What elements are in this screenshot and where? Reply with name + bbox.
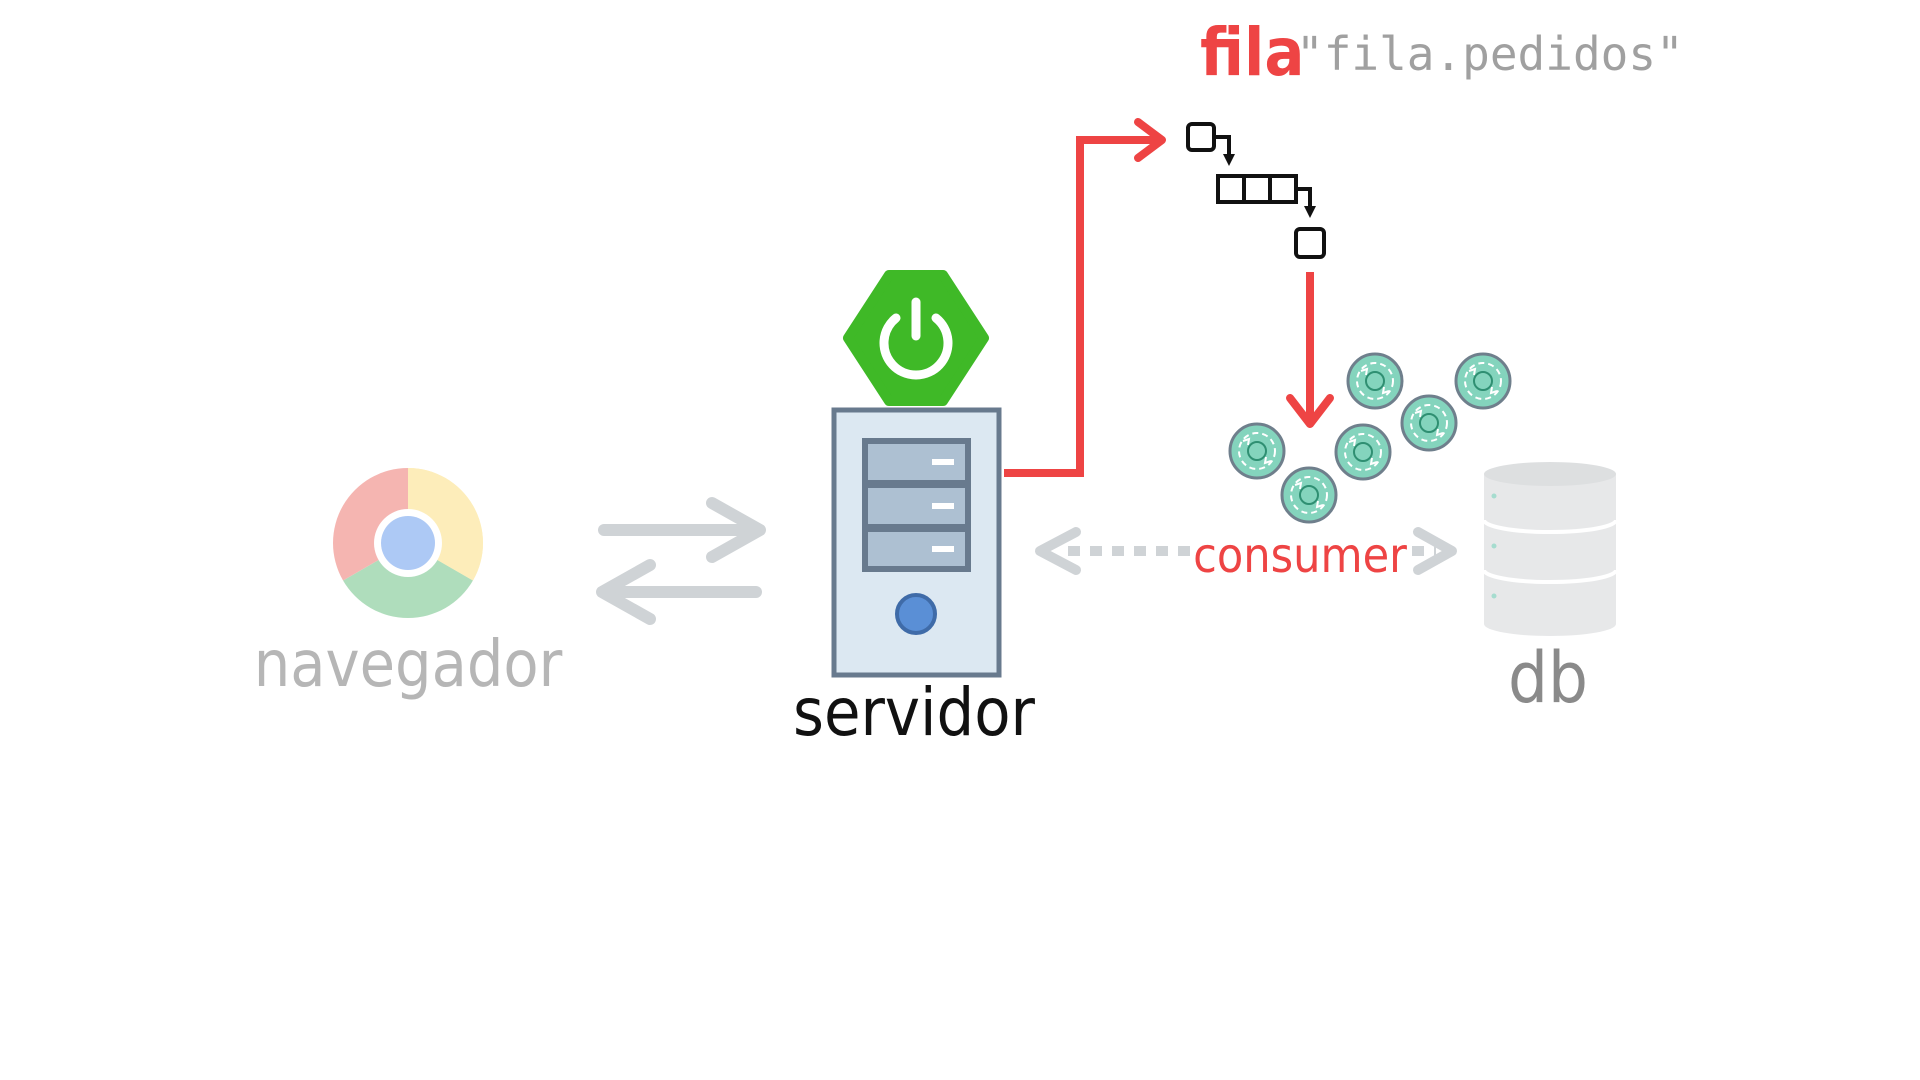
pod-icon <box>1346 352 1404 410</box>
pod-icon <box>1228 422 1286 480</box>
queue-icon <box>1186 122 1326 259</box>
pod-icon <box>1280 466 1338 524</box>
consume-arrow <box>1286 272 1334 428</box>
server-tower-icon <box>831 407 1002 678</box>
servidor-label: servidor <box>793 674 1036 751</box>
pod-icon <box>1400 394 1458 452</box>
consumer-to-server-arrow <box>1035 527 1190 575</box>
fila-title: fila <box>1200 14 1304 91</box>
pod-icon <box>1334 423 1392 481</box>
fila-name: "fila.pedidos" <box>1296 27 1684 81</box>
consumer-to-db-arrow <box>1412 527 1457 575</box>
pod-icon <box>1454 352 1512 410</box>
consumer-label: consumer <box>1193 528 1407 584</box>
request-arrow <box>598 497 766 563</box>
db-label: db <box>1508 637 1588 719</box>
chrome-icon <box>333 468 483 618</box>
publish-arrow <box>1004 118 1166 477</box>
spring-power-icon <box>843 270 989 406</box>
database-icon <box>1482 462 1618 636</box>
navegador-label: navegador <box>254 628 563 702</box>
response-arrow <box>596 559 762 625</box>
